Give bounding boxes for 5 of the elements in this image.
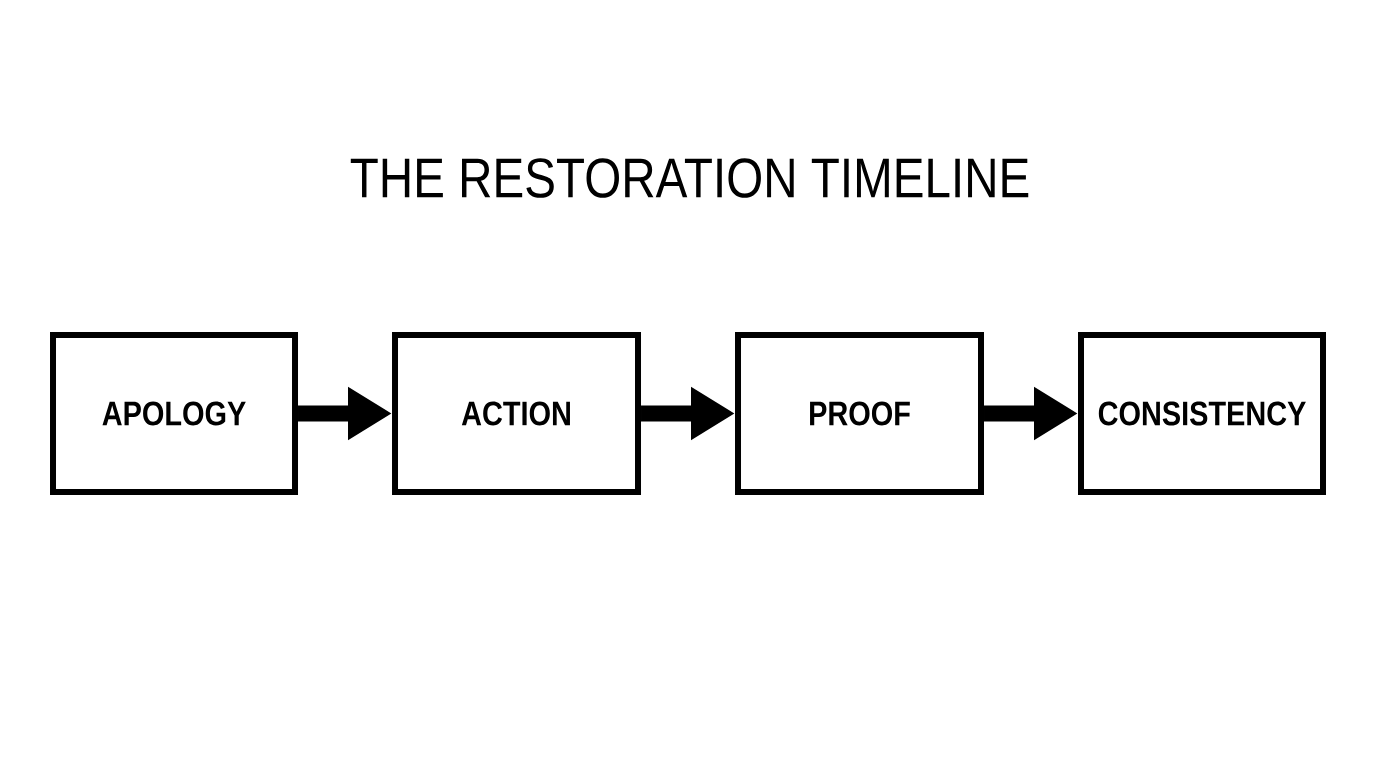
process-box: PROOF (735, 332, 984, 495)
process-box: CONSISTENCY (1078, 332, 1326, 495)
title: THE RESTORATION TIMELINE (350, 158, 1029, 198)
process-box: APOLOGY (50, 332, 298, 495)
process-box: ACTION (392, 332, 641, 495)
